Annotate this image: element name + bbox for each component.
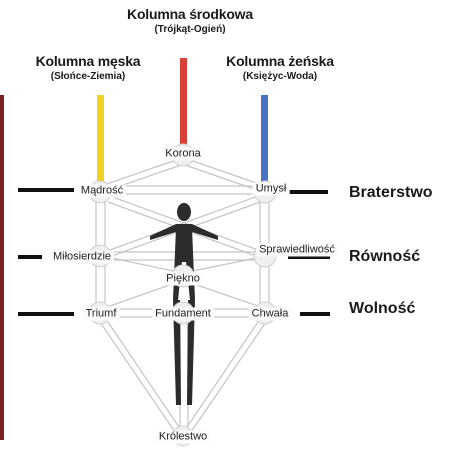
- female-pillar: [261, 95, 268, 195]
- node-chwala: Chwała: [248, 307, 292, 321]
- male-pillar: [97, 95, 104, 195]
- node-piekno: Piękno: [163, 272, 203, 286]
- tree-paths: [95, 159, 270, 433]
- node-krolestwo: Królestwo: [155, 430, 211, 444]
- female-column-title: Kolumna żeńska: [226, 53, 334, 69]
- male-column-subtitle: (Słońce-Ziemia): [50, 71, 126, 82]
- virtue-braterstwo: Braterstwo: [349, 184, 433, 201]
- node-triumf: Triumf: [82, 307, 120, 321]
- center-column-title: Kolumna środkowa: [127, 6, 253, 22]
- center-pillar: [180, 58, 187, 158]
- left-border: [0, 95, 4, 440]
- node-sprawiedliwosc: Sprawiedliwość: [256, 243, 338, 257]
- level-bars: [18, 188, 330, 316]
- node-korona: Korona: [162, 147, 204, 161]
- node-umysl: Umysł: [252, 182, 290, 196]
- node-fundament: Fundament: [152, 307, 214, 321]
- center-column-subtitle: (Trójkąt-Ogień): [154, 24, 226, 35]
- male-column-title: Kolumna męska: [35, 53, 141, 69]
- node-milosierdzie: Miłosierdzie: [49, 250, 115, 264]
- virtue-rownosc: Równość: [349, 248, 421, 265]
- female-column-subtitle: (Księżyc-Woda): [242, 71, 318, 82]
- virtue-wolnosc: Wolność: [349, 300, 416, 317]
- node-madrosc: Mądrość: [77, 184, 127, 198]
